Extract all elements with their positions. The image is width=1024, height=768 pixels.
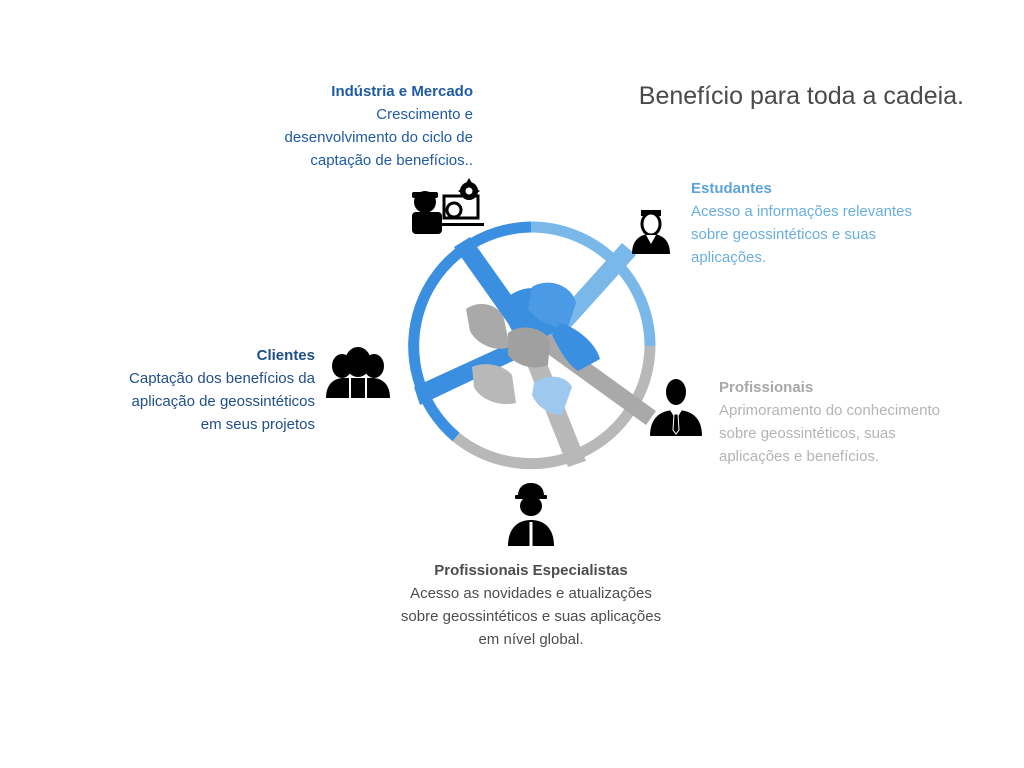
node-especialistas-line: em nível global.	[478, 631, 584, 648]
node-clientes-line: aplicação de geossintéticos	[131, 393, 315, 410]
node-estudantes-line: Acesso a informações relevantes	[691, 203, 912, 220]
node-especialistas: Profissionais Especialistas Acesso as no…	[380, 559, 682, 651]
page-title: Benefício para toda a cadeia.	[638, 82, 964, 110]
node-profissionais-title: Profissionais	[719, 379, 814, 396]
node-profissionais-line: sobre geossintéticos, suas	[719, 425, 896, 442]
node-industria-title: Indústria e Mercado	[331, 83, 473, 100]
teamwork-hands-circle-icon	[408, 221, 656, 470]
factory-worker-icon	[412, 178, 484, 234]
node-estudantes-line: sobre geossintéticos e suas	[691, 226, 877, 243]
node-industria: Indústria e Mercado Crescimento e desenv…	[230, 80, 473, 172]
customers-group-icon	[326, 347, 390, 398]
node-especialistas-line: Acesso as novidades e atualizações	[410, 585, 652, 602]
node-estudantes: Estudantes Acesso a informações relevant…	[691, 177, 981, 269]
node-estudantes-line: aplicações.	[691, 249, 767, 266]
node-clientes-title: Clientes	[256, 347, 315, 364]
node-profissionais: Profissionais Aprimoramento do conhecime…	[719, 376, 989, 468]
engineer-helmet-icon	[508, 483, 554, 546]
node-especialistas-line: sobre geossintéticos e suas aplicações	[400, 608, 662, 625]
node-profissionais-line: aplicações e benefícios.	[719, 448, 880, 465]
businessman-icon	[650, 379, 702, 436]
graduate-student-icon	[632, 210, 670, 254]
node-industria-line: Crescimento e	[376, 106, 473, 123]
node-clientes-line: Captação dos benefícios da	[129, 370, 315, 387]
node-profissionais-line: Aprimoramento do conhecimento	[719, 402, 940, 419]
node-industria-line: desenvolvimento do ciclo de	[284, 129, 473, 146]
node-especialistas-title: Profissionais Especialistas	[434, 562, 628, 579]
node-industria-line: captação de benefícios..	[310, 152, 473, 169]
node-clientes-line: em seus projetos	[200, 416, 315, 433]
node-clientes: Clientes Captação dos benefícios da apli…	[90, 344, 315, 436]
node-estudantes-title: Estudantes	[691, 180, 772, 197]
